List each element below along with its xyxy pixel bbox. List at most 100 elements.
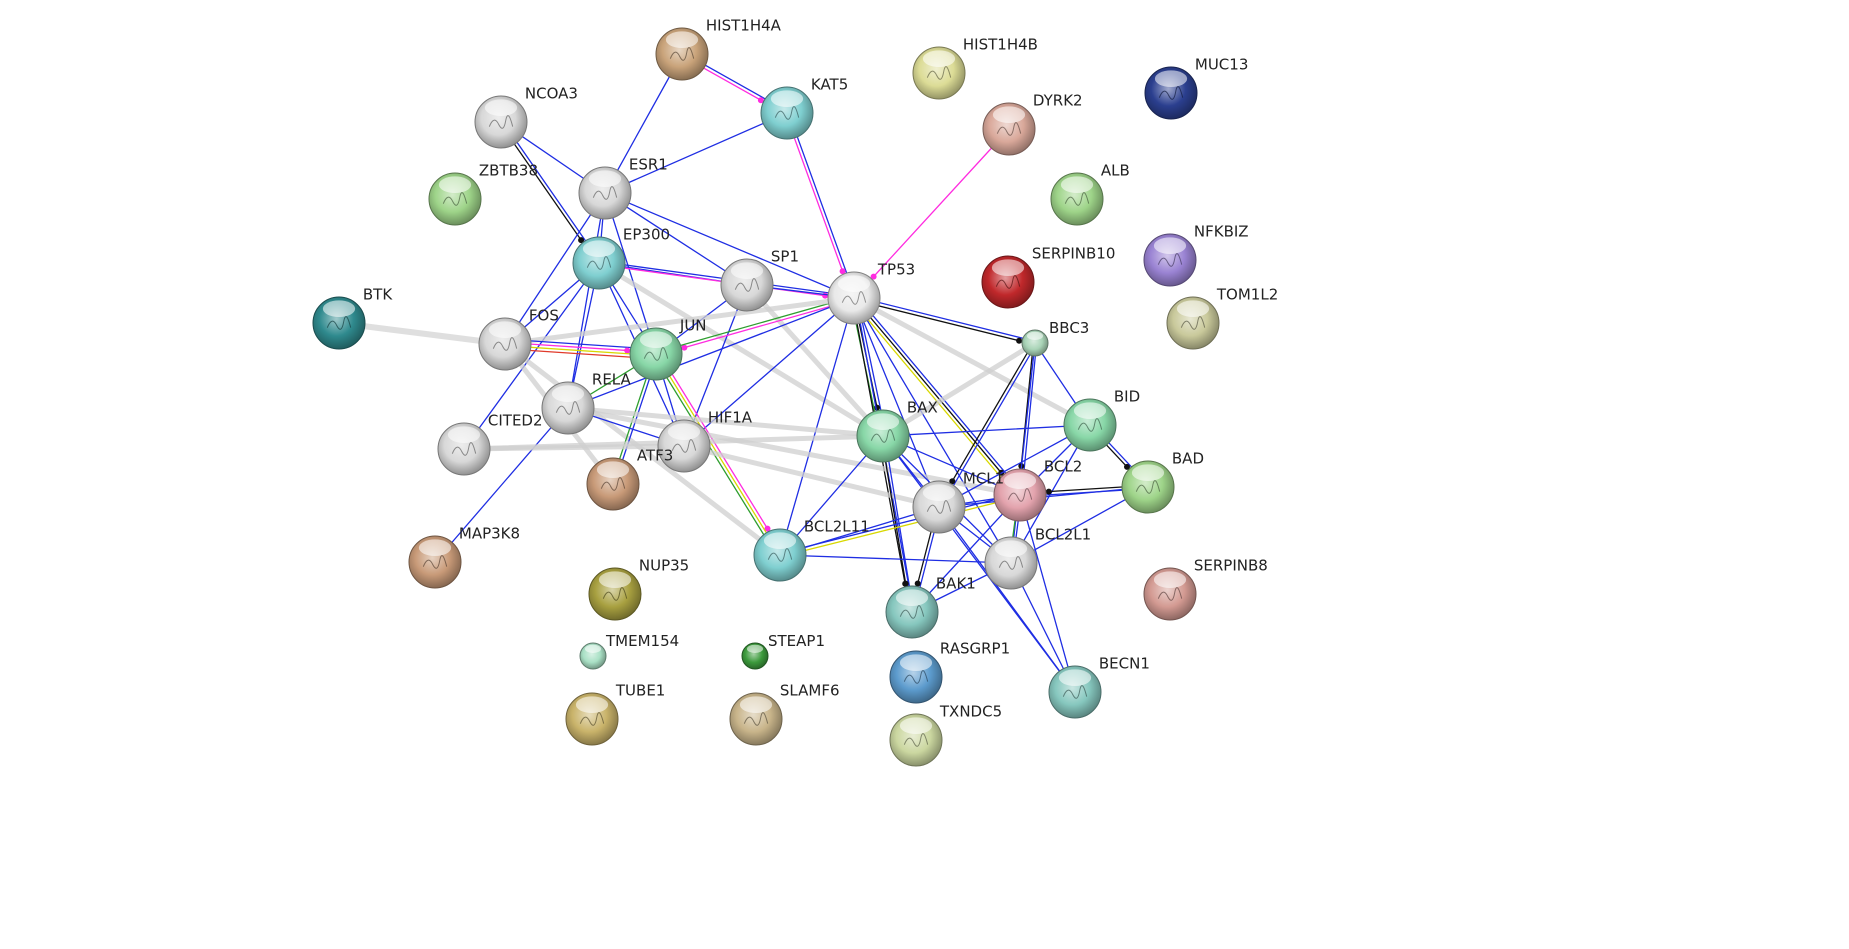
node-label: RELA: [592, 371, 632, 389]
node-bbc3[interactable]: BBC3: [1021, 319, 1089, 357]
edge-endpoint-dot: [1016, 337, 1023, 344]
edge-rela-bcl2: [565, 405, 1023, 498]
node-label: DYRK2: [1033, 92, 1083, 110]
protein-structure-icon: [774, 106, 800, 120]
node-bad[interactable]: BAD: [1121, 450, 1204, 514]
node-serpinb10[interactable]: SERPINB10: [981, 245, 1116, 309]
node-tube1[interactable]: TUBE1: [565, 682, 665, 746]
edge-endpoint-dot: [1124, 463, 1130, 470]
node-highlight: [484, 99, 518, 117]
node-txndc5[interactable]: TXNDC5: [889, 703, 1002, 767]
node-bax[interactable]: BAX: [856, 399, 938, 463]
node-label: ZBTB38: [479, 162, 538, 180]
edge-tp53-jun: [655, 298, 856, 357]
protein-structure-icon: [669, 47, 695, 61]
node-label: BAD: [1172, 450, 1204, 468]
node-label: HIST1H4B: [963, 36, 1038, 54]
node-label: BAK1: [936, 575, 976, 593]
node-highlight: [991, 259, 1025, 277]
node-steap1[interactable]: STEAP1: [741, 632, 825, 670]
node-muc13[interactable]: MUC13: [1144, 56, 1248, 120]
node-atf3[interactable]: ATF3: [586, 447, 673, 511]
node-label: BCL2: [1044, 458, 1082, 476]
node-label: JUN: [679, 317, 707, 335]
node-highlight: [763, 532, 797, 550]
edge-bcl2-bak1: [911, 494, 1021, 613]
node-alb[interactable]: ALB: [1050, 162, 1130, 226]
edge-esr1-sp1: [604, 192, 748, 286]
node-highlight: [1073, 402, 1107, 420]
node-esr1[interactable]: ESR1: [578, 156, 668, 220]
node-cited2[interactable]: CITED2: [437, 412, 543, 476]
edge-endpoint-dot: [914, 580, 921, 587]
node-rela[interactable]: RELA: [541, 371, 632, 435]
node-highlight: [1003, 472, 1037, 490]
node-slamf6[interactable]: SLAMF6: [729, 682, 840, 746]
protein-structure-icon: [488, 115, 514, 129]
node-highlight: [575, 696, 609, 714]
node-dyrk2[interactable]: DYRK2: [982, 92, 1083, 156]
node-highlight: [582, 240, 616, 258]
node-highlight: [992, 106, 1026, 124]
protein-structure-icon: [903, 670, 929, 684]
protein-structure-icon: [579, 712, 605, 726]
node-hif1a[interactable]: HIF1A: [657, 409, 753, 473]
node-highlight: [730, 262, 764, 280]
node-tom1l2[interactable]: TOM1L2: [1166, 286, 1278, 350]
protein-structure-icon: [767, 548, 793, 562]
edge-rela-map3k8: [434, 407, 569, 563]
protein-structure-icon: [1157, 253, 1183, 267]
node-btk[interactable]: BTK: [312, 286, 393, 350]
node-bak1[interactable]: BAK1: [885, 575, 976, 639]
node-highlight: [667, 423, 701, 441]
node-becn1[interactable]: BECN1: [1048, 655, 1150, 719]
protein-structure-icon: [926, 500, 952, 514]
node-label: KAT5: [811, 76, 848, 94]
node-fos[interactable]: FOS: [478, 307, 559, 371]
protein-structure-icon: [1157, 587, 1183, 601]
node-hist1h4a[interactable]: HIST1H4A: [655, 17, 782, 81]
node-tmem154[interactable]: TMEM154: [579, 632, 679, 670]
node-label: SERPINB10: [1032, 245, 1116, 263]
node-highlight: [922, 50, 956, 68]
node-highlight: [488, 321, 522, 339]
node-highlight: [1058, 669, 1092, 687]
protein-structure-icon: [1135, 480, 1161, 494]
node-kat5[interactable]: KAT5: [760, 76, 848, 140]
node-mcl1[interactable]: MCL1: [912, 470, 1004, 534]
node-rasgrp1[interactable]: RASGRP1: [889, 640, 1010, 704]
node-bcl2[interactable]: BCL2: [993, 458, 1082, 522]
node-highlight: [447, 426, 481, 444]
protein-structure-icon: [1064, 192, 1090, 206]
node-zbtb38[interactable]: ZBTB38: [428, 162, 538, 226]
protein-structure-icon: [903, 733, 929, 747]
edge-bcl2-bcl2l11: [779, 495, 1022, 558]
node-highlight: [1153, 237, 1187, 255]
protein-structure-icon: [1180, 316, 1206, 330]
edge-jun-bcl2l11: [652, 355, 778, 558]
protein-structure-icon: [926, 66, 952, 80]
edge-ep300-cited2: [463, 262, 600, 450]
node-label: TUBE1: [615, 682, 665, 700]
node-tp53[interactable]: TP53: [827, 261, 915, 325]
node-bid[interactable]: BID: [1063, 388, 1140, 452]
node-bcl2l11[interactable]: BCL2L11: [753, 518, 870, 582]
node-label: TXNDC5: [939, 703, 1002, 721]
node-serpinb8[interactable]: SERPINB8: [1143, 557, 1268, 621]
node-ep300[interactable]: EP300: [572, 226, 670, 290]
node-nfkbiz[interactable]: NFKBIZ: [1143, 223, 1249, 287]
node-highlight: [322, 300, 356, 318]
protein-structure-icon: [422, 555, 448, 569]
node-bcl2l1[interactable]: BCL2L1: [984, 526, 1091, 590]
edge-endpoint-dot: [949, 478, 956, 485]
node-sp1[interactable]: SP1: [720, 248, 799, 312]
node-nup35[interactable]: NUP35: [588, 557, 689, 621]
edge-endpoint-dot: [1045, 488, 1052, 495]
node-jun[interactable]: JUN: [629, 317, 707, 381]
node-highlight: [895, 589, 929, 607]
protein-structure-icon: [870, 429, 896, 443]
node-hist1h4b[interactable]: HIST1H4B: [912, 36, 1038, 100]
node-ncoa3[interactable]: NCOA3: [474, 85, 578, 149]
node-label: BCL2L11: [804, 518, 870, 536]
node-map3k8[interactable]: MAP3K8: [408, 525, 520, 589]
